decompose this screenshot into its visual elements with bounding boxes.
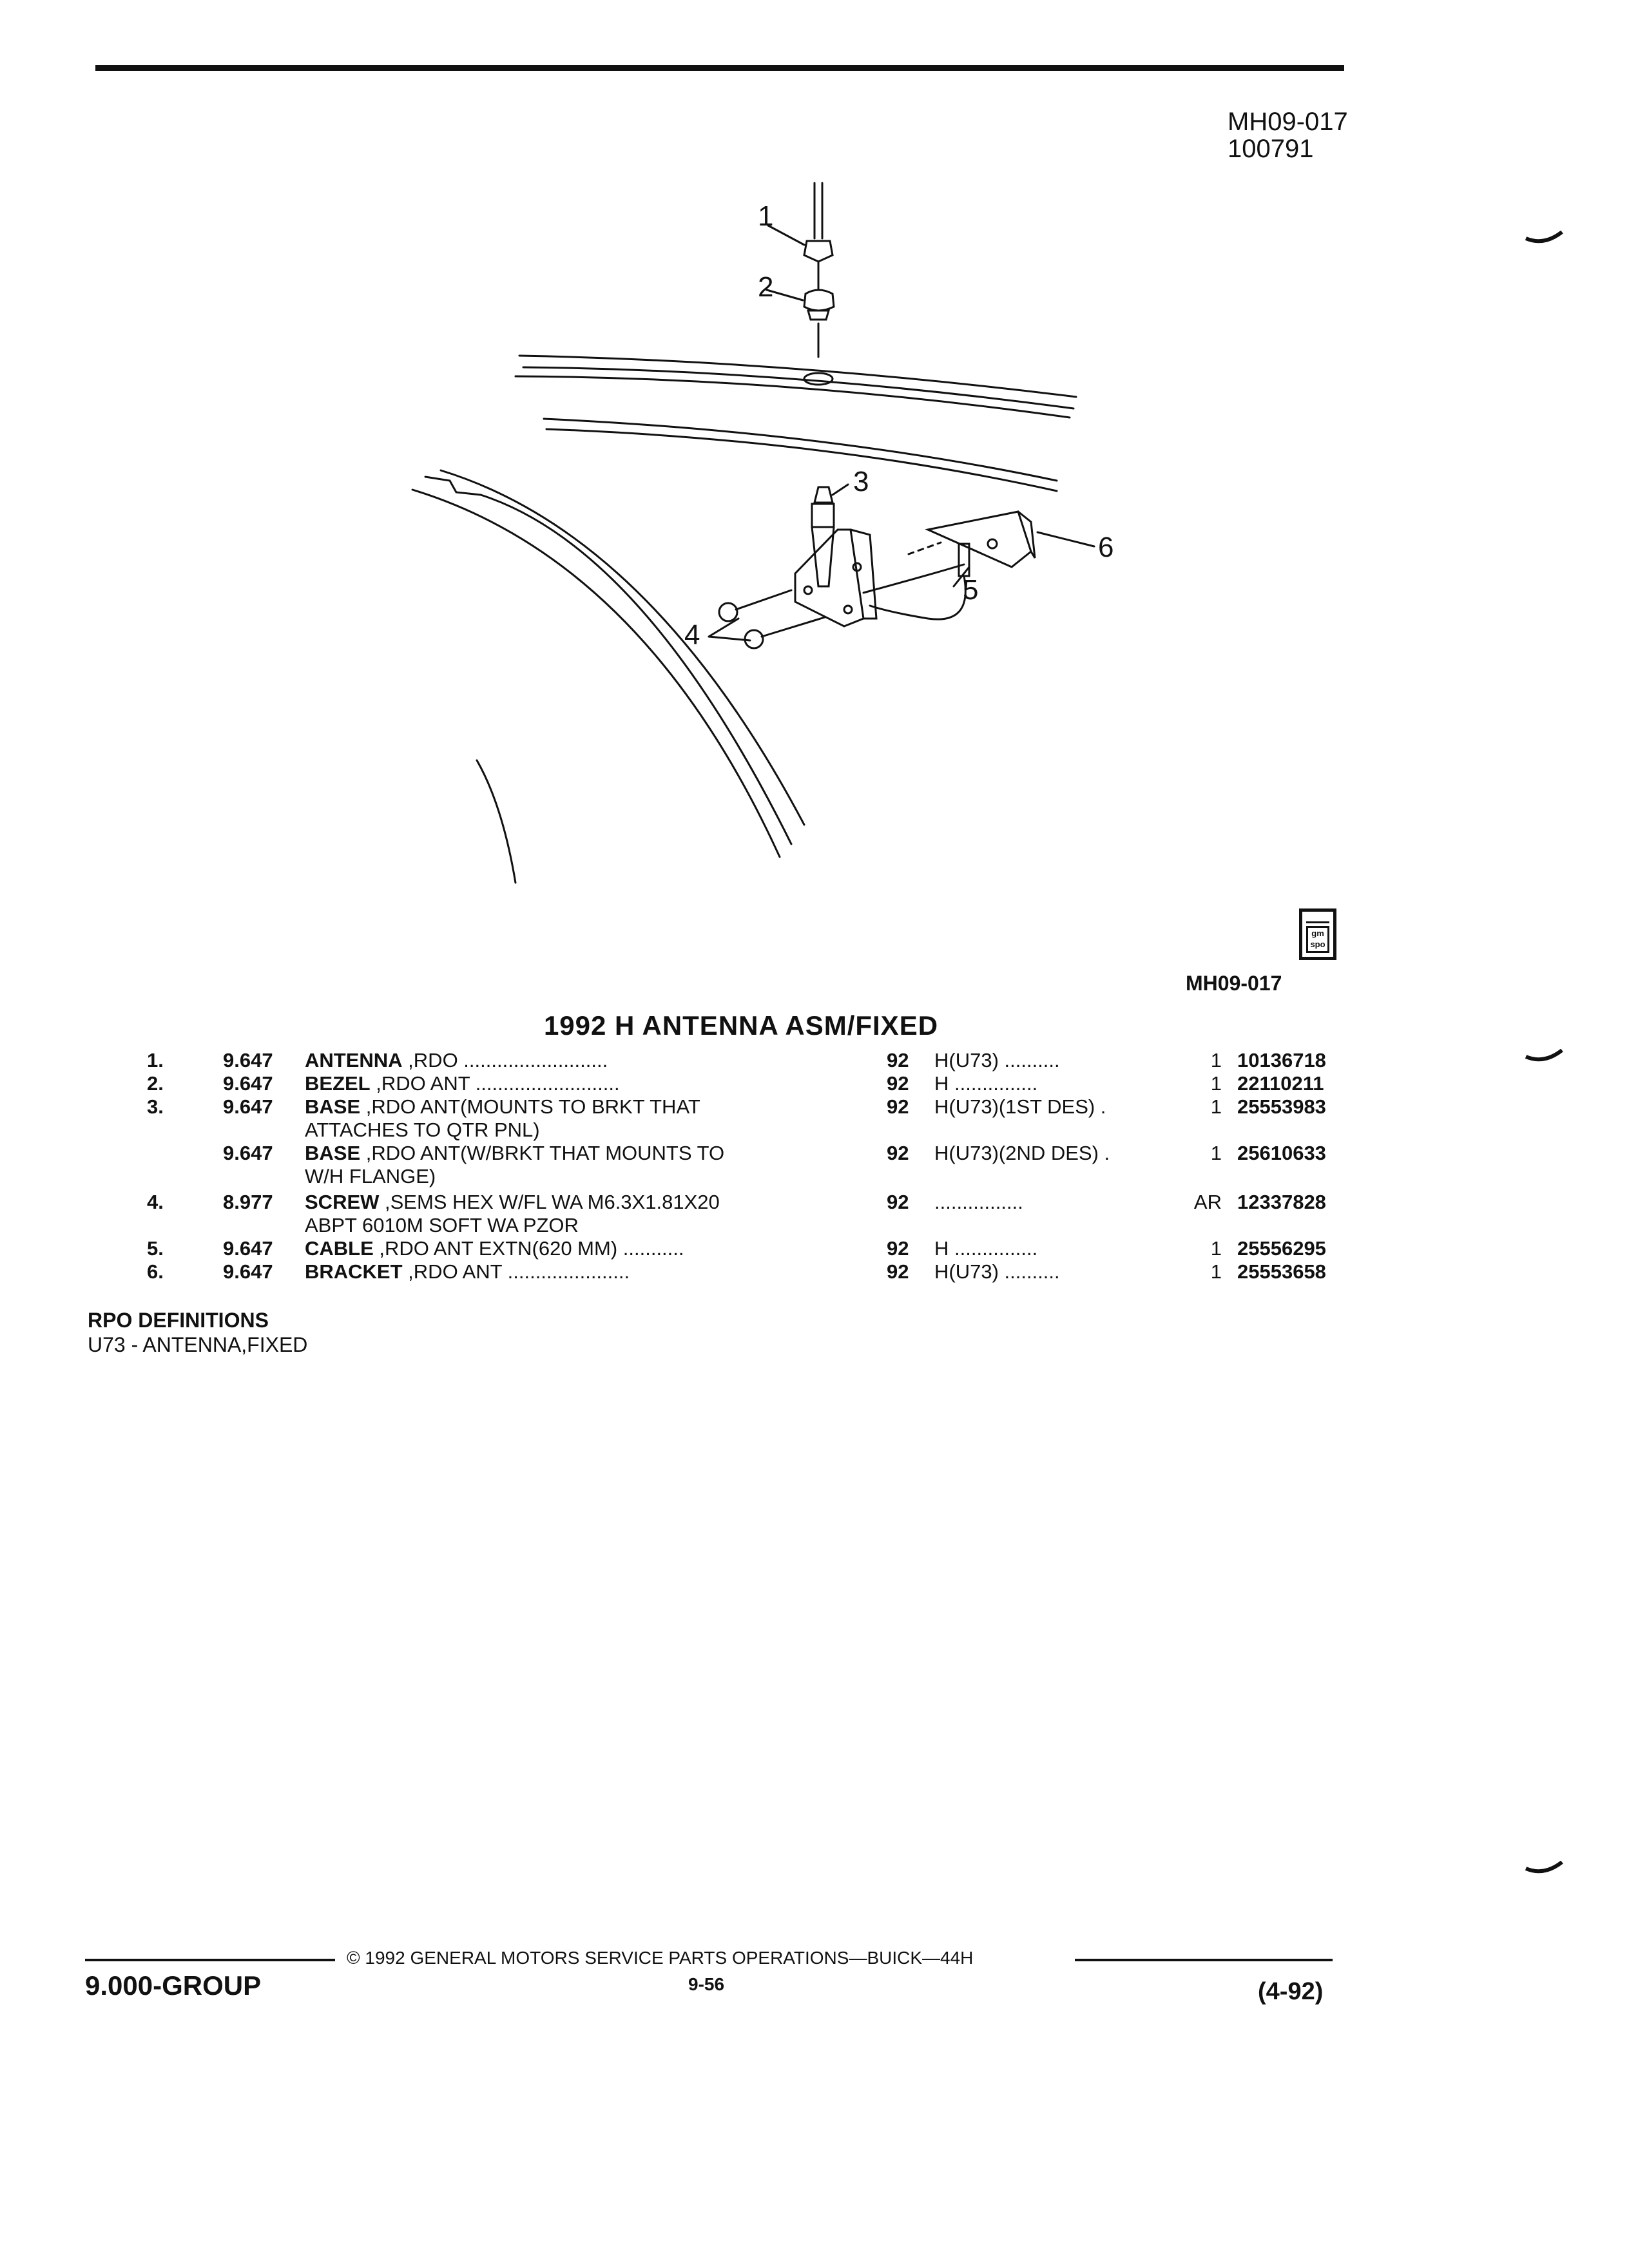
- parts-row: 4. 8.977 SCREW ,SEMS HEX W/FL WA M6.3X1.…: [147, 1191, 1326, 1236]
- callout-leaders: [708, 224, 1095, 642]
- parts-row: 9.647 BASE ,RDO ANT(W/BRKT THAT MOUNTS T…: [223, 1142, 1326, 1187]
- footer-rule-right: [1075, 1959, 1333, 1961]
- diagram-caption: MH09-017: [1186, 972, 1282, 995]
- rpo-definition: U73 - ANTENNA,FIXED: [88, 1333, 308, 1356]
- footer-page-number: 9-56: [688, 1974, 725, 1994]
- footer-date: (4-92): [1258, 1978, 1324, 2005]
- callout-2: 2: [758, 271, 773, 303]
- cable-part-5: [862, 541, 970, 620]
- reference-date: 100791: [1228, 135, 1314, 163]
- bracket-part-4: [794, 528, 878, 628]
- parts-row: 5. 9.647 CABLE ,RDO ANT EXTN(620 MM) ...…: [147, 1237, 1326, 1260]
- margin-hole-mark-3: [1525, 1861, 1563, 1874]
- screws-part-4: [718, 589, 826, 649]
- footer-rule-left: [85, 1959, 335, 1961]
- rpo-heading: RPO DEFINITIONS: [88, 1309, 269, 1332]
- margin-hole-mark-2: [1525, 1049, 1563, 1062]
- parts-row: 2. 9.647 BEZEL ,RDO ANT ................…: [147, 1072, 1324, 1095]
- reference-block: MH09-017 100791: [1228, 108, 1348, 162]
- callout-4: 4: [684, 619, 700, 651]
- rpo-definitions: RPO DEFINITIONS U73 - ANTENNA,FIXED: [88, 1308, 307, 1357]
- gm-spo-logo-text: gm spo: [1306, 926, 1329, 953]
- page-title: 1992 H ANTENNA ASM/FIXED: [543, 1010, 939, 1041]
- parts-list: 1. 9.647 ANTENNA ,RDO ..................…: [147, 1049, 1345, 1283]
- quarter-panel-lines: [514, 354, 1077, 492]
- antenna-exploded-diagram: 1 2 3 4 5 6: [374, 174, 1147, 902]
- callout-1: 1: [758, 200, 773, 232]
- gm-spo-logo: gm spo: [1299, 908, 1336, 960]
- antenna-mast-part-1: [803, 182, 834, 290]
- callout-3: 3: [853, 466, 869, 497]
- margin-hole-mark-1: [1525, 231, 1563, 244]
- footer-copyright: © 1992 GENERAL MOTORS SERVICE PARTS OPER…: [347, 1948, 974, 1968]
- wheelhouse-arc: [411, 469, 805, 884]
- parts-row: 3. 9.647 BASE ,RDO ANT(MOUNTS TO BRKT TH…: [147, 1095, 1326, 1141]
- footer-group: 9.000-GROUP: [85, 1970, 262, 2001]
- callout-6: 6: [1098, 532, 1113, 563]
- bracket-part-6: [925, 510, 1036, 568]
- base-part-3: [811, 486, 835, 588]
- reference-code: MH09-017: [1228, 108, 1348, 136]
- parts-row: 6. 9.647 BRACKET ,RDO ANT ..............…: [147, 1260, 1326, 1283]
- callout-5: 5: [963, 574, 978, 606]
- parts-row: 1. 9.647 ANTENNA ,RDO ..................…: [147, 1049, 1326, 1072]
- top-rule: [95, 65, 1344, 71]
